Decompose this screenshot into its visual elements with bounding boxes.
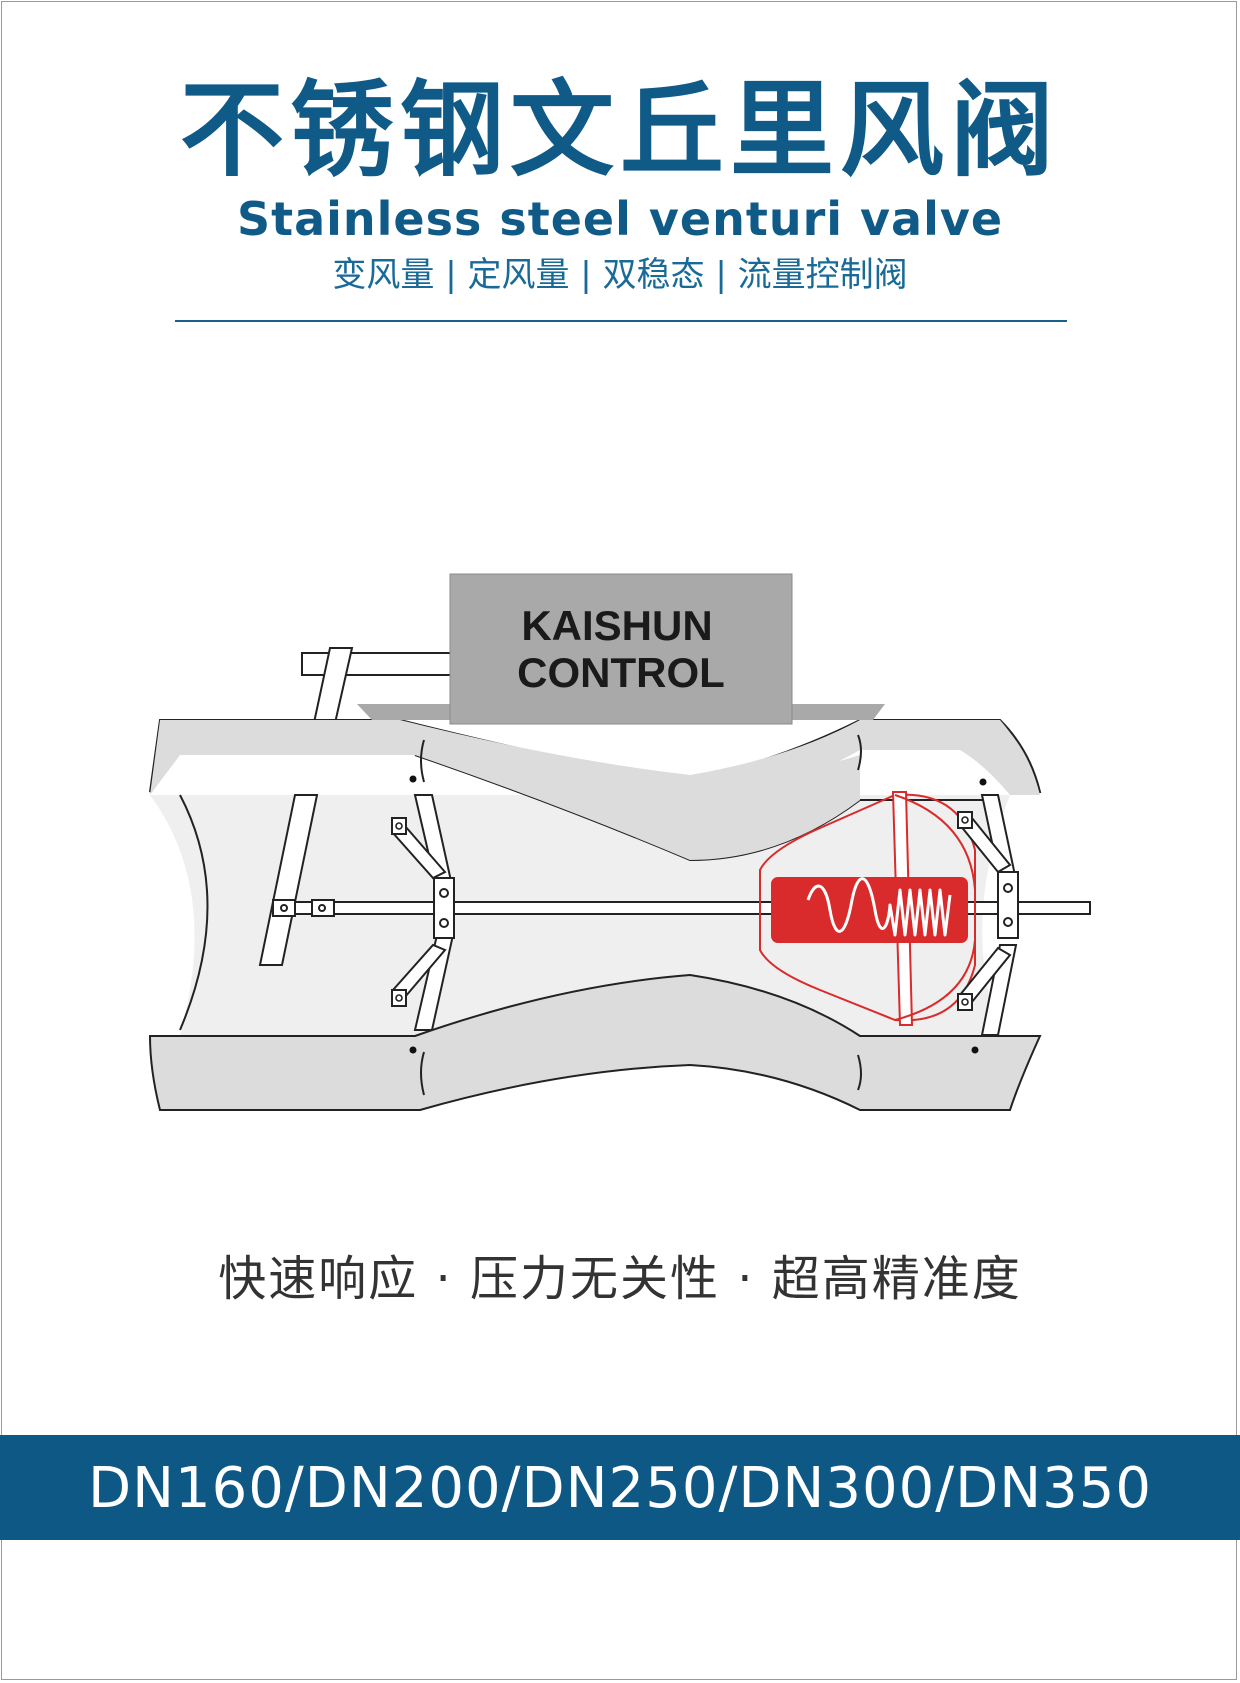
cone-assembly (759, 791, 976, 1026)
product-tagline: 变风量 | 定风量 | 双稳态 | 流量控制阀 (332, 255, 908, 295)
size-band: DN160/DN200/DN250/DN300/DN350 (0, 1435, 1240, 1540)
spring-icon (806, 877, 952, 937)
lower-housing (148, 973, 1042, 1111)
venturi-valve-diagram: KAISHUN CONTROL (148, 573, 1091, 1111)
left-spider-bracket (391, 794, 455, 1031)
right-spider-bracket (957, 794, 1019, 1036)
page-title: 不锈钢文丘里风阀 (179, 69, 1060, 191)
actuator-box (449, 573, 793, 725)
page-subtitle-english: Stainless steel venturi valve (236, 192, 1004, 246)
feature-highlights: 快速响应 · 压力无关性 · 超高精准度 (218, 1251, 1022, 1307)
size-list: DN160/DN200/DN250/DN300/DN350 (88, 1456, 1152, 1521)
lever-arm (301, 647, 453, 733)
header-divider (175, 320, 1067, 322)
actuator-label-line1: KAISHUN (521, 602, 712, 649)
actuator-label-line2: CONTROL (517, 649, 725, 696)
